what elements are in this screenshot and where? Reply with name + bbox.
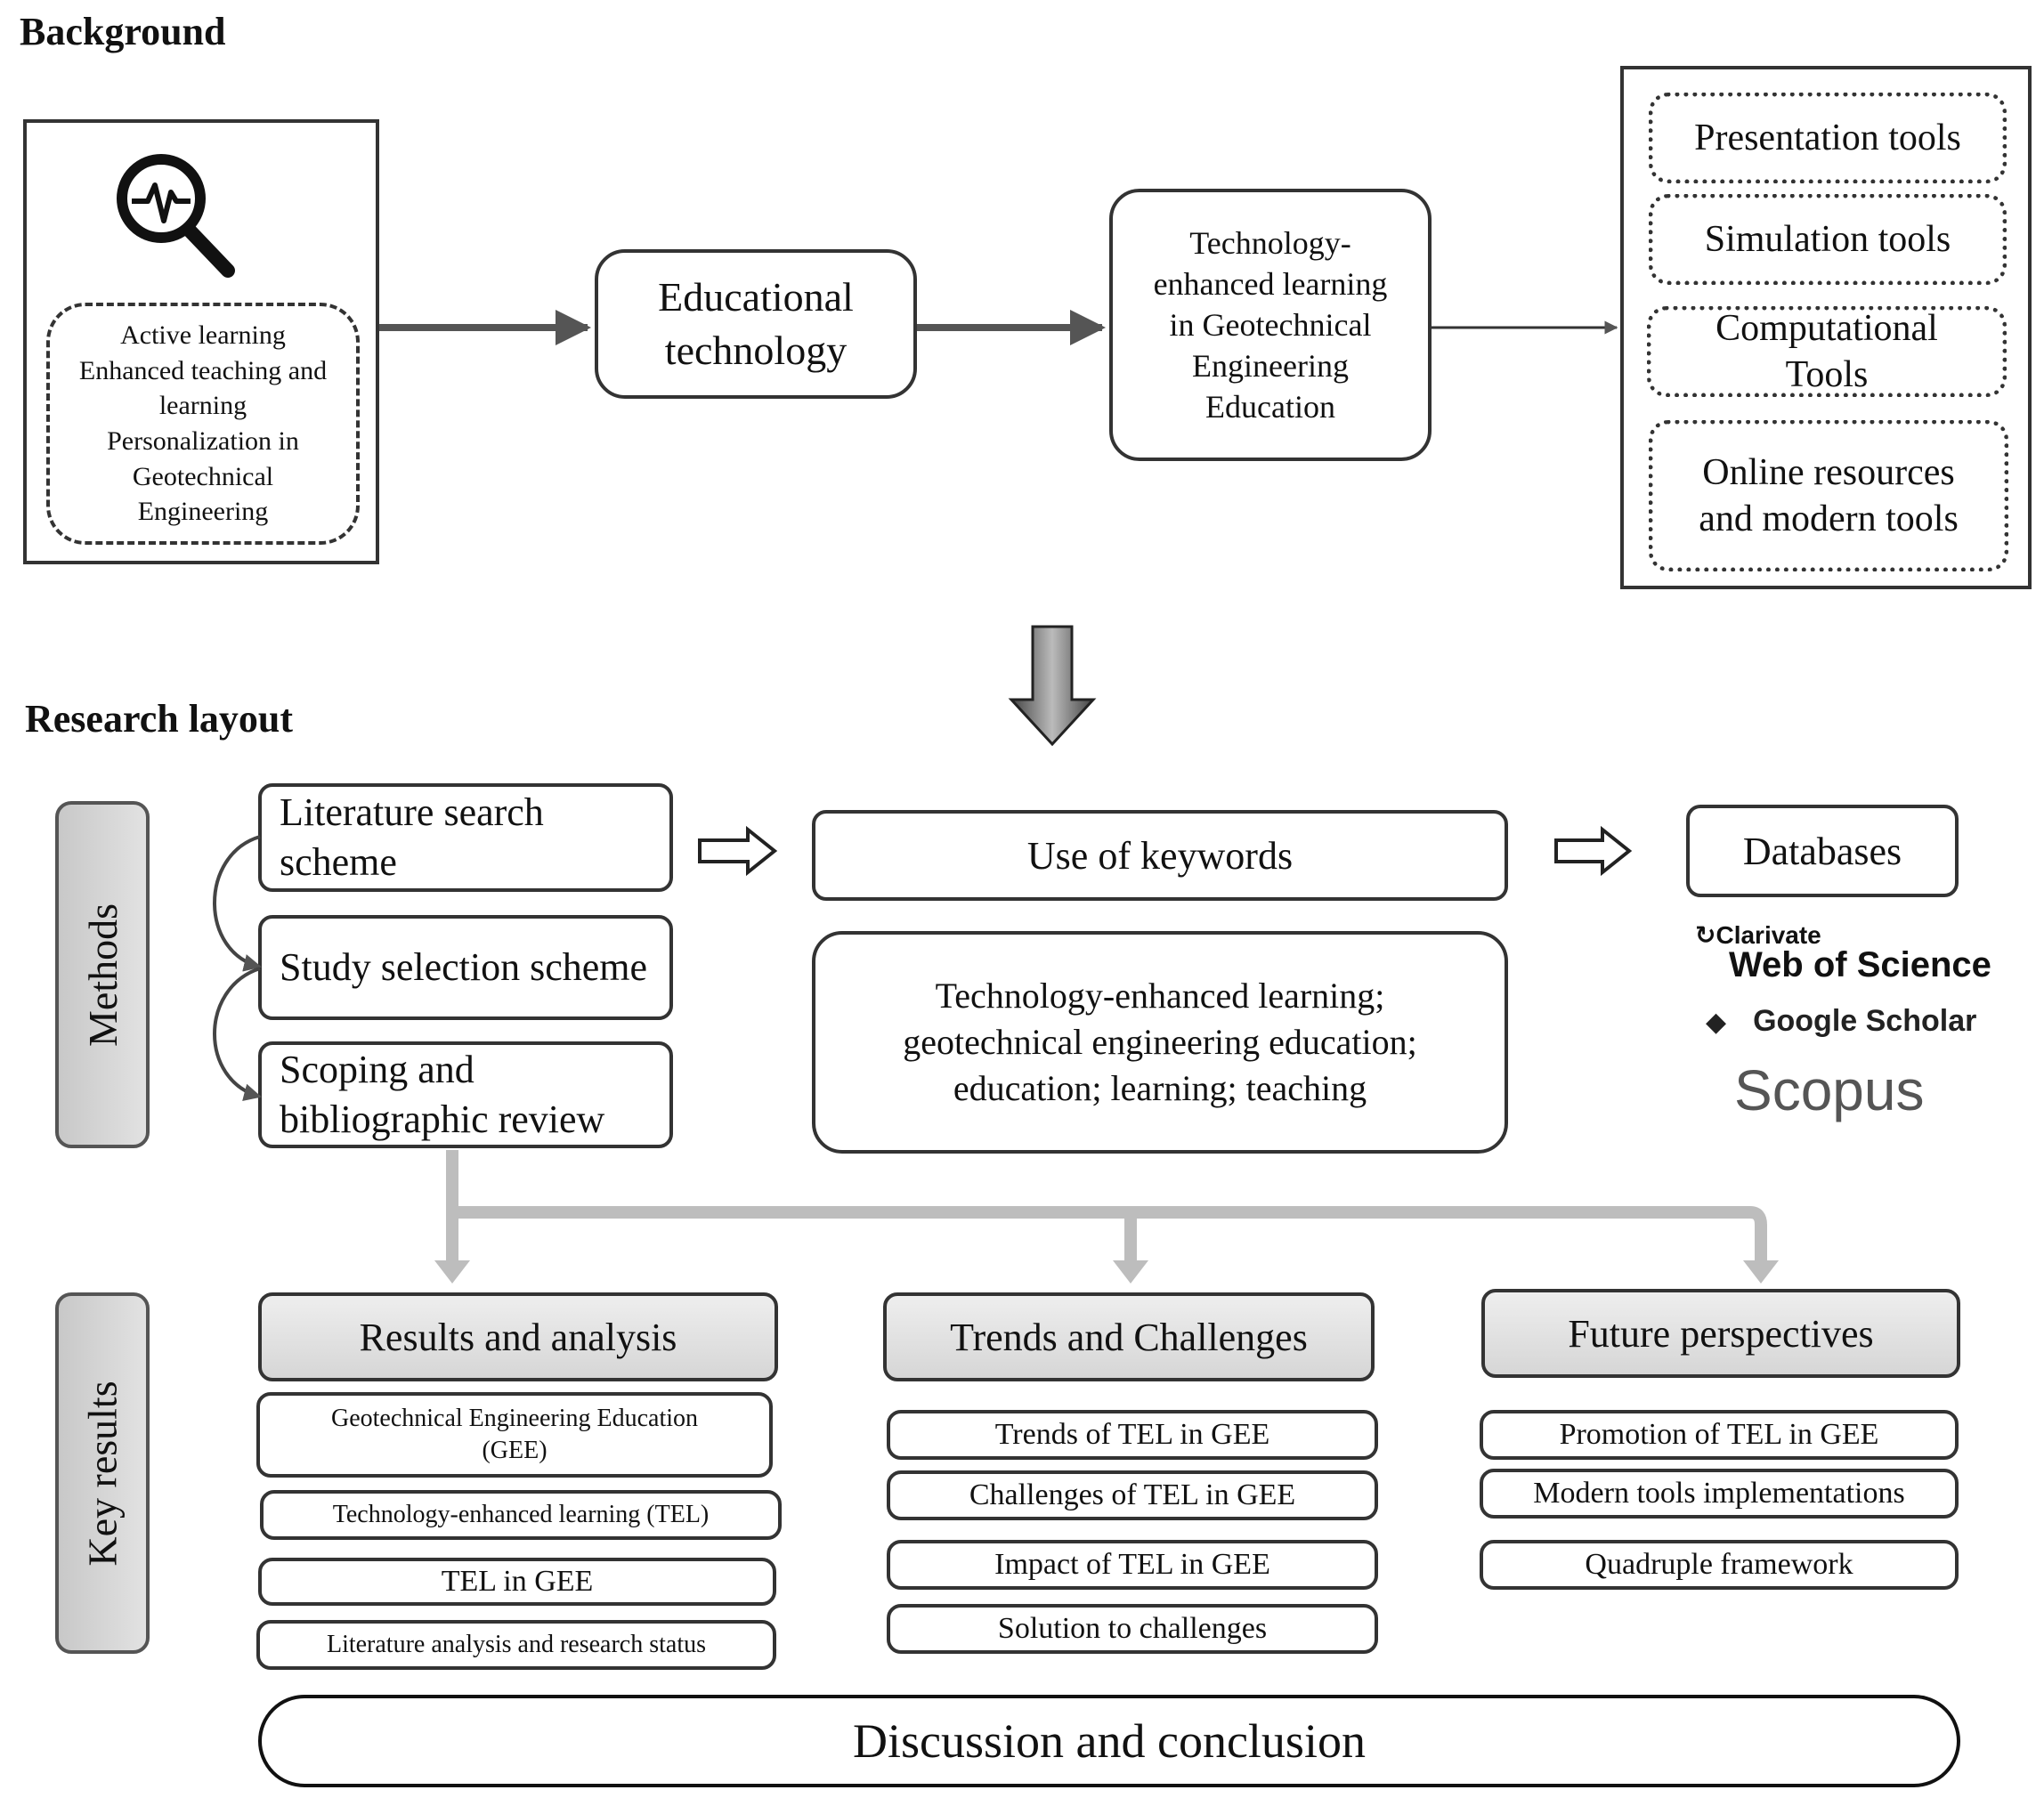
curve-step1-to-step2: [213, 835, 262, 972]
results-distribution-heads: [434, 1260, 1779, 1284]
result-item: Geotechnical Engineering Education (GEE): [256, 1392, 773, 1478]
result-item: Literature analysis and research status: [256, 1620, 776, 1670]
trend-item: Challenges of TEL in GEE: [887, 1470, 1378, 1520]
results-distribution-lines: [446, 1150, 1767, 1264]
future-item: Modern tools implementations: [1480, 1469, 1959, 1519]
result-item: Technology-enhanced learning (TEL): [260, 1490, 782, 1540]
clarivate-logo: ↻Clarivate: [1695, 921, 1821, 949]
keywords-title: Use of keywords: [812, 810, 1508, 901]
tool-item: Presentation tools: [1649, 93, 2007, 183]
hollow-arrow-to-keywords: [698, 825, 778, 877]
educational-technology-box: Educational technology: [595, 249, 917, 399]
trend-item: Trends of TEL in GEE: [887, 1410, 1378, 1460]
context-box: Active learning Enhanced teaching and le…: [23, 119, 379, 564]
method-step: Scoping and bibliographic review: [258, 1041, 673, 1148]
background-heading: Background: [20, 10, 226, 53]
tool-item: Online resources and modern tools: [1649, 420, 2008, 571]
methods-label: Methods: [55, 801, 150, 1148]
tel-gee-box: Technology-enhanced learning in Geotechn…: [1109, 189, 1432, 461]
web-of-science-logo: Web of Science: [1729, 945, 1991, 984]
results-title: Results and analysis: [258, 1292, 778, 1381]
tool-item: Simulation tools: [1649, 194, 2007, 285]
trend-item: Impact of TEL in GEE: [887, 1540, 1378, 1590]
tools-box: Presentation tools Simulation tools Comp…: [1620, 66, 2032, 589]
future-item: Promotion of TEL in GEE: [1480, 1410, 1959, 1460]
result-item: TEL in GEE: [258, 1558, 776, 1606]
key-results-label: Key results: [55, 1292, 150, 1654]
graduation-cap-icon: ◆: [1706, 1008, 1727, 1037]
research-layout-heading: Research layout: [25, 697, 294, 741]
search-analytics-icon: [112, 150, 237, 278]
future-title: Future perspectives: [1481, 1289, 1960, 1378]
big-down-arrow: [1008, 625, 1097, 747]
scopus-logo: Scopus: [1734, 1058, 1925, 1122]
google-scholar-logo: ◆Google Scholar: [1706, 1004, 1977, 1038]
databases-title: Databases: [1686, 805, 1959, 897]
future-item: Quadruple framework: [1480, 1540, 1959, 1590]
conclusion-box: Discussion and conclusion: [258, 1695, 1960, 1787]
tool-item: Computational Tools: [1647, 306, 2007, 397]
context-text: Active learning Enhanced teaching and le…: [46, 303, 360, 545]
keywords-text: Technology-enhanced learning; geotechnic…: [812, 931, 1508, 1154]
hollow-arrow-to-databases: [1554, 825, 1633, 877]
method-step: Literature search scheme: [258, 783, 673, 892]
curve-step2-to-step3: [213, 967, 262, 1102]
trend-item: Solution to challenges: [887, 1604, 1378, 1654]
trends-title: Trends and Challenges: [883, 1292, 1375, 1381]
